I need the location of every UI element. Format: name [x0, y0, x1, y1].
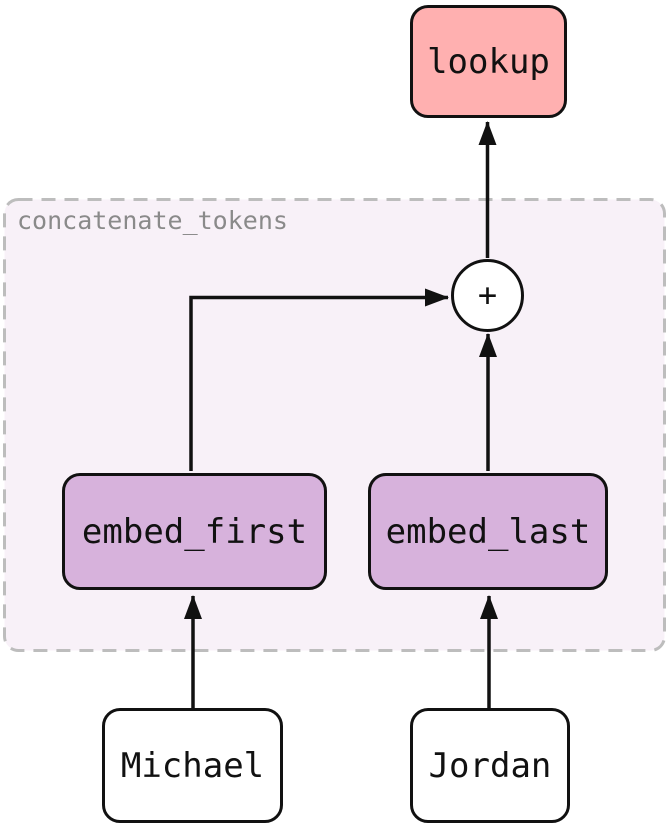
node-input-michael: Michael [102, 708, 283, 823]
edge-embed-first-to-plus [189, 288, 449, 471]
node-plus: + [451, 259, 524, 332]
node-jordan-label: Jordan [428, 745, 552, 786]
node-michael-label: Michael [120, 745, 265, 786]
node-lookup: lookup [410, 5, 567, 118]
plus-icon: + [477, 275, 498, 314]
node-lookup-label: lookup [427, 41, 550, 82]
node-input-jordan: Jordan [410, 708, 570, 823]
node-embed-first-label: embed_first [81, 511, 308, 552]
group-label: concatenate_tokens [17, 206, 288, 235]
node-embed-last: embed_last [368, 473, 608, 590]
node-embed-last-label: embed_last [385, 511, 591, 552]
node-embed-first: embed_first [62, 473, 327, 590]
